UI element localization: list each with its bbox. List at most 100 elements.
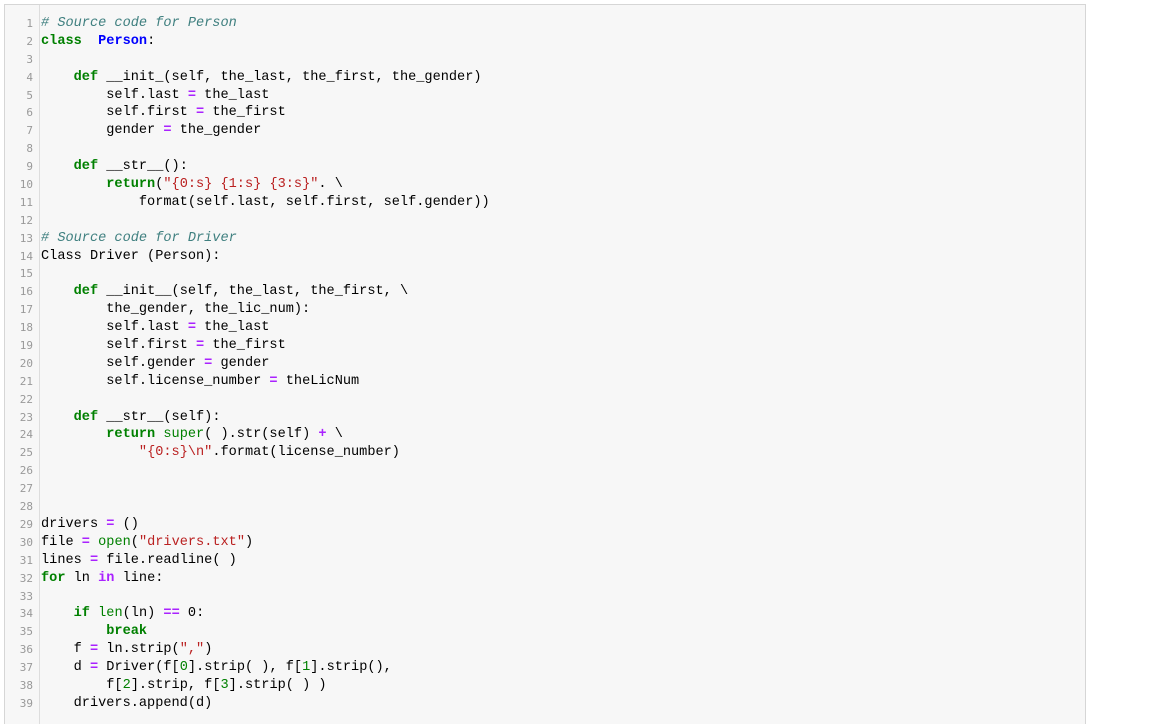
code-token: the_first bbox=[204, 105, 286, 121]
line-number: 24 bbox=[19, 428, 33, 442]
code-token: ].strip(), bbox=[310, 660, 392, 676]
code-token: self.first bbox=[41, 338, 196, 354]
code-token: theLicNum bbox=[277, 373, 360, 389]
code-token: 3 bbox=[220, 677, 229, 693]
code-token: def bbox=[73, 69, 99, 85]
code-line[interactable]: 25 "{0:s}\n".format(license_number) bbox=[5, 444, 1085, 462]
code-line[interactable]: 38 f[2].strip, f[3].strip( ) ) bbox=[5, 677, 1085, 695]
code-token: def bbox=[73, 284, 99, 300]
code-token: for bbox=[41, 570, 66, 586]
code-line[interactable]: 15 bbox=[5, 265, 1085, 283]
code-token: = bbox=[81, 534, 90, 550]
line-number: 33 bbox=[19, 589, 33, 603]
code-line[interactable]: 18 self.last = the_last bbox=[5, 319, 1085, 337]
code-line[interactable]: 23 def __str__(self): bbox=[5, 409, 1085, 427]
line-number: 14 bbox=[19, 249, 33, 263]
line-number: 20 bbox=[19, 356, 33, 370]
code-token: file.readline( ) bbox=[98, 552, 237, 568]
code-line[interactable]: 37 d = Driver(f[0].strip( ), f[1].strip(… bbox=[5, 659, 1085, 677]
code-text: self.last = the_last bbox=[41, 87, 269, 105]
code-line[interactable]: 36 f = ln.strip(",") bbox=[5, 641, 1085, 659]
code-line[interactable]: 33 bbox=[5, 588, 1085, 606]
code-line[interactable]: 28 bbox=[5, 498, 1085, 516]
code-token: gender bbox=[41, 123, 164, 139]
code-line[interactable]: 20 self.gender = gender bbox=[5, 355, 1085, 373]
code-token bbox=[41, 284, 74, 299]
line-number: 21 bbox=[19, 374, 33, 388]
code-line[interactable]: 3 bbox=[5, 51, 1085, 69]
code-token: drivers.append(d) bbox=[41, 695, 213, 711]
code-line[interactable]: 13# Source code for Driver bbox=[5, 230, 1085, 248]
line-number: 7 bbox=[26, 124, 33, 138]
code-token: ) bbox=[204, 642, 213, 658]
code-token bbox=[41, 624, 106, 639]
code-line[interactable]: 10 return("{0:s} {1:s} {3:s}". \ bbox=[5, 176, 1085, 194]
line-number: 31 bbox=[19, 553, 33, 567]
code-line[interactable]: 8 bbox=[5, 140, 1085, 158]
code-line[interactable]: 16 def __init__(self, the_last, the_firs… bbox=[5, 283, 1085, 301]
code-text: file = open("drivers.txt") bbox=[41, 534, 253, 552]
code-token: 0: bbox=[179, 606, 205, 622]
code-token: __str__(): bbox=[98, 159, 188, 175]
code-token: 1 bbox=[302, 660, 311, 676]
code-token: "{0:s} {1:s} {3:s}" bbox=[163, 177, 319, 193]
code-token: \ bbox=[326, 427, 343, 443]
code-line[interactable]: 5 self.last = the_last bbox=[5, 87, 1085, 105]
code-token: ( bbox=[155, 177, 164, 193]
code-token: return bbox=[106, 177, 156, 193]
code-line[interactable]: 35 break bbox=[5, 623, 1085, 641]
code-token: == bbox=[163, 606, 180, 622]
line-number: 28 bbox=[19, 500, 33, 514]
code-token bbox=[41, 159, 74, 174]
code-line[interactable]: 24 return super( ).str(self) + \ bbox=[5, 426, 1085, 444]
code-line[interactable]: 34 if len(ln) == 0: bbox=[5, 605, 1085, 623]
code-token: gender bbox=[212, 355, 270, 371]
line-number: 4 bbox=[26, 70, 33, 84]
code-line[interactable]: 6 self.first = the_first bbox=[5, 104, 1085, 122]
code-token bbox=[41, 70, 74, 85]
line-number: 37 bbox=[19, 661, 33, 675]
code-token: len bbox=[98, 606, 123, 622]
code-line[interactable]: 17 the_gender, the_lic_num): bbox=[5, 301, 1085, 319]
code-token bbox=[82, 34, 98, 49]
code-token: open bbox=[98, 534, 131, 550]
code-token: ].strip, f[ bbox=[130, 677, 221, 693]
line-number: 8 bbox=[26, 142, 33, 156]
code-line[interactable]: 27 bbox=[5, 480, 1085, 498]
code-line[interactable]: 1# Source code for Person bbox=[5, 15, 1085, 33]
code-text: def __str__(self): bbox=[41, 409, 221, 427]
code-token: if bbox=[73, 606, 90, 622]
code-token bbox=[90, 606, 98, 621]
code-line[interactable]: 9 def __str__(): bbox=[5, 158, 1085, 176]
code-line[interactable]: 4 def __init_(self, the_last, the_first,… bbox=[5, 69, 1085, 87]
code-token: + bbox=[318, 427, 327, 443]
code-line[interactable]: 22 bbox=[5, 391, 1085, 409]
code-text: self.gender = gender bbox=[41, 355, 269, 373]
code-token bbox=[41, 427, 106, 442]
code-line[interactable]: 26 bbox=[5, 462, 1085, 480]
code-token: the_last bbox=[196, 87, 270, 103]
code-line[interactable]: 19 self.first = the_first bbox=[5, 337, 1085, 355]
line-number: 16 bbox=[19, 285, 33, 299]
code-line[interactable]: 39 drivers.append(d) bbox=[5, 695, 1085, 713]
code-line[interactable]: 12 bbox=[5, 212, 1085, 230]
code-token: drivers bbox=[41, 516, 107, 532]
code-line[interactable]: 21 self.license_number = theLicNum bbox=[5, 373, 1085, 391]
code-token: f bbox=[41, 642, 90, 658]
line-number: 32 bbox=[19, 571, 33, 585]
code-line[interactable]: 7 gender = the_gender bbox=[5, 122, 1085, 140]
code-line[interactable]: 11 format(self.last, self.first, self.ge… bbox=[5, 194, 1085, 212]
line-number: 38 bbox=[19, 678, 33, 692]
code-token: ( ).str(self) bbox=[204, 427, 319, 443]
code-text: return("{0:s} {1:s} {3:s}". \ bbox=[41, 176, 343, 194]
line-number: 26 bbox=[19, 464, 33, 478]
line-number: 12 bbox=[19, 213, 33, 227]
